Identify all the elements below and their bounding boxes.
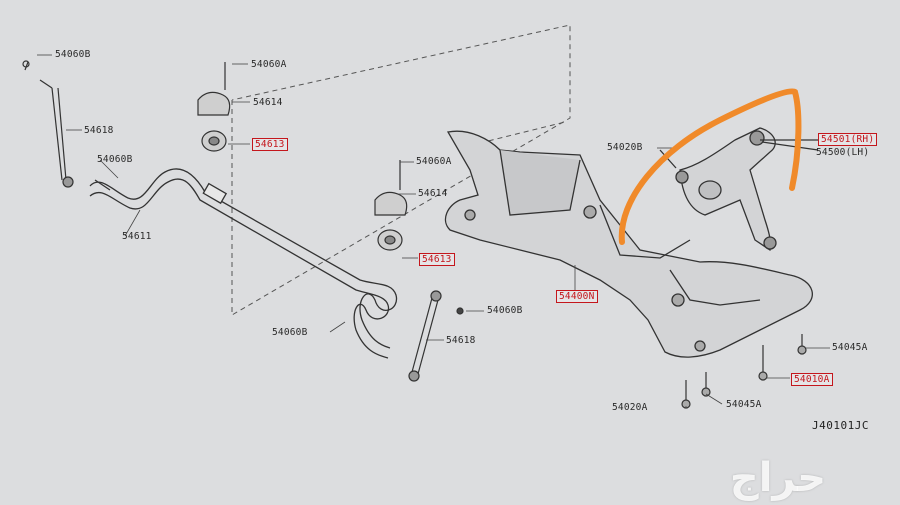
- part-label: 54020A: [612, 402, 648, 413]
- part-label: 54045A: [832, 342, 868, 353]
- part-label: 54060B: [97, 154, 133, 165]
- part-label: 54500(LH): [816, 147, 870, 158]
- part-label: 54614: [418, 188, 448, 199]
- part-label-highlighted: 54501(RH): [818, 133, 878, 146]
- part-label: 54060B: [487, 305, 523, 316]
- part-label-highlighted: 54400N: [556, 290, 598, 303]
- diagram-code: J40101JC: [812, 419, 869, 432]
- part-label: 54060B: [272, 327, 308, 338]
- stabilizer-link-right: [408, 290, 464, 382]
- part-label-highlighted: 54613: [252, 138, 288, 151]
- lower-control-arm: [659, 127, 819, 251]
- mounting-bolts: [681, 334, 807, 409]
- part-label: 54060A: [416, 156, 452, 167]
- part-label: 54060B: [55, 49, 91, 60]
- dashed-frame: [231, 24, 571, 316]
- part-label: 54060A: [251, 59, 287, 70]
- leader-lines: [37, 54, 830, 408]
- bushing-brackets-left: [197, 62, 231, 152]
- part-label: 54618: [84, 125, 114, 136]
- watermark-logo: حراج: [729, 455, 827, 501]
- part-label: 54611: [122, 231, 152, 242]
- stabilizer-bar: [89, 168, 398, 359]
- bushing-brackets-right: [374, 160, 408, 251]
- part-label-highlighted: 54010A: [791, 373, 833, 386]
- part-label-highlighted: 54613: [419, 253, 455, 266]
- stabilizer-link-left: [22, 60, 111, 191]
- part-label: 54045A: [726, 399, 762, 410]
- subframe: [444, 130, 813, 358]
- part-label: 54618: [446, 335, 476, 346]
- orange-circle-annotation: [618, 88, 802, 245]
- part-label: 54020B: [607, 142, 643, 153]
- part-label: 54614: [253, 97, 283, 108]
